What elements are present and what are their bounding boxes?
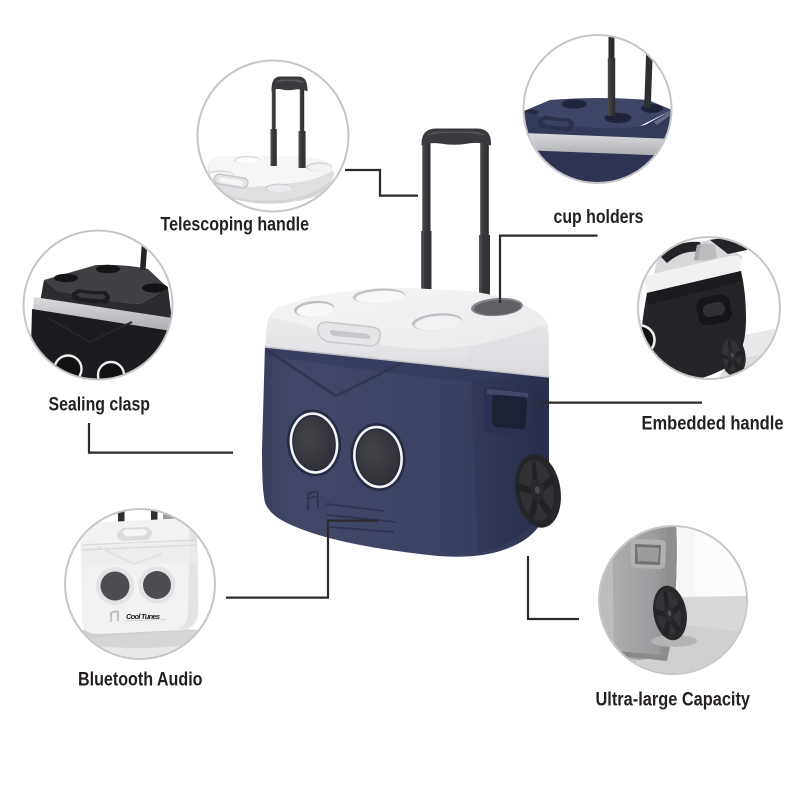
svg-text:Telescoping handle: Telescoping handle <box>161 215 310 236</box>
svg-text:Embedded handle: Embedded handle <box>642 414 784 435</box>
svg-text:Bluetooth Audio: Bluetooth Audio <box>78 670 203 691</box>
svg-text:Ultra-large Capacity: Ultra-large Capacity <box>596 690 751 711</box>
svg-text:cup holders: cup holders <box>554 207 644 228</box>
svg-text:Cool Tunes: Cool Tunes <box>126 612 160 621</box>
svg-text:Sealing clasp: Sealing clasp <box>49 395 151 416</box>
